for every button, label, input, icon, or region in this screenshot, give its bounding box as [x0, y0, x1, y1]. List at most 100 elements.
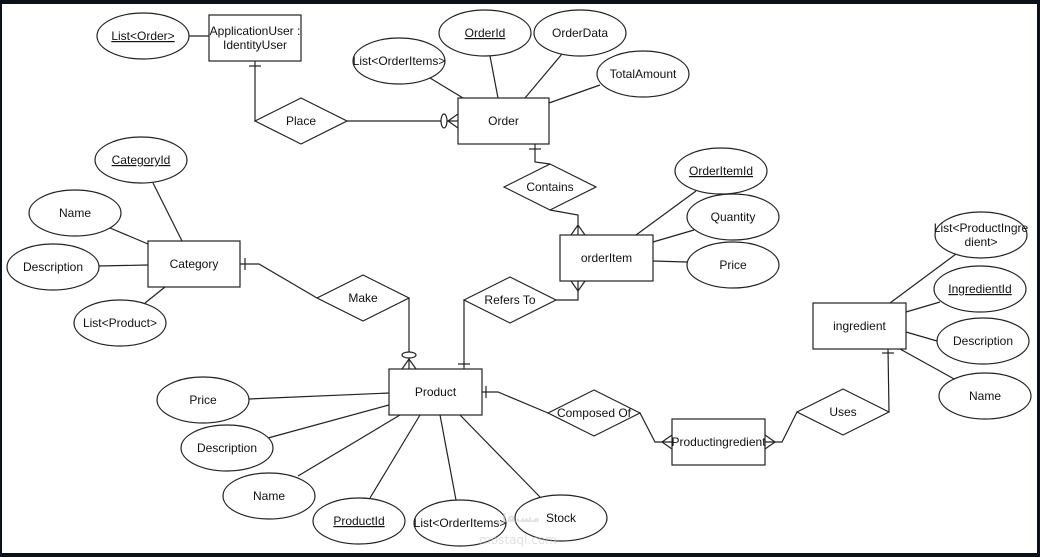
entity-box [812, 302, 907, 350]
relationship-label: Place [286, 114, 316, 128]
relationship-link [240, 263, 318, 299]
relationship-link [639, 412, 672, 443]
entity-label: ApplicationUser : [210, 24, 301, 38]
crows-foot-mark [446, 113, 459, 129]
attribute-link [248, 392, 390, 400]
attribute-order[interactable]: OrderId [438, 9, 532, 57]
attribute-link [297, 414, 401, 477]
attribute-ellipse [312, 497, 406, 545]
attribute-category[interactable]: CategoryId [94, 136, 188, 184]
attribute-ellipse [938, 372, 1032, 420]
attribute-link [489, 55, 499, 99]
relationship-link [765, 411, 798, 443]
crows-foot-mark [570, 223, 586, 236]
attribute-ellipse [6, 243, 100, 291]
attribute-product[interactable]: Price [156, 376, 250, 424]
entity-label: IdentityUser [223, 38, 287, 52]
attribute-ingredient[interactable]: IngredientId [933, 265, 1027, 313]
attribute-ellipse [180, 424, 274, 472]
entity-label: Product [415, 385, 457, 399]
watermark-latin: mostaql.com [479, 533, 557, 547]
attribute-orderitem[interactable]: Price [686, 241, 780, 289]
entity-label: Productingredient [671, 435, 766, 449]
entity-label: ingredient [833, 319, 886, 333]
attribute-link [524, 53, 563, 99]
attribute-link [899, 348, 957, 381]
attribute-product[interactable]: ProductId [312, 497, 406, 545]
entity-box [388, 368, 483, 416]
entity-order[interactable]: Order [457, 97, 550, 145]
relationship-link [254, 61, 258, 122]
attribute-label: TotalAmount [610, 67, 677, 81]
attribute-order[interactable]: OrderData [533, 9, 627, 57]
relationship-place[interactable]: Place [253, 97, 349, 145]
attribute-label: OrderData [552, 26, 608, 40]
attribute-product[interactable]: List<OrderItems> [413, 499, 507, 547]
entity-appuser[interactable]: ApplicationUser :IdentityUser [208, 14, 302, 62]
relationship-make[interactable]: Make [315, 274, 411, 322]
relationship-uses[interactable]: Uses [795, 388, 891, 436]
relationship-label: Contains [526, 180, 573, 194]
key-attribute-label: OrderId [465, 26, 506, 40]
attribute-ingredient[interactable]: Name [938, 372, 1032, 420]
entity-box [147, 240, 241, 288]
attribute-product[interactable]: Name [222, 472, 316, 520]
attribute-link [439, 414, 457, 501]
relationship-refers-to[interactable]: Refers To [462, 276, 558, 324]
attribute-ellipse [413, 499, 507, 547]
crows-foot-mark [660, 434, 673, 450]
attribute-order[interactable]: List<OrderItems> [352, 37, 446, 85]
zero-cardinality-mark [401, 351, 417, 359]
attribute-link [905, 331, 938, 342]
attribute-label: List<ProductIngre [934, 221, 1029, 235]
relationship-diamond [546, 389, 642, 437]
entity-ingredient[interactable]: ingredient [812, 302, 907, 350]
attribute-ellipse [156, 376, 250, 424]
relationship-diamond [253, 97, 349, 145]
relationship-link [534, 144, 551, 165]
entity-category[interactable]: Category [147, 240, 241, 288]
attribute-label: Name [59, 206, 91, 220]
attribute-product[interactable]: Description [180, 424, 274, 472]
attribute-ellipse [222, 472, 316, 520]
attribute-orderitem[interactable]: Quantity [686, 193, 780, 241]
relationship-link [482, 391, 549, 414]
entity-box [559, 234, 654, 282]
entity-productingredient[interactable]: Productingredient [671, 418, 766, 466]
attribute-ingredient[interactable]: Description [936, 317, 1030, 365]
crows-foot-mark [401, 357, 417, 370]
relationship-diamond [315, 274, 411, 322]
attribute-label: Description [197, 441, 257, 455]
attribute-category[interactable]: Description [6, 243, 100, 291]
entity-box [457, 97, 550, 145]
entity-label: Category [170, 257, 219, 271]
crows-foot-mark [764, 434, 777, 450]
relationship-link [549, 209, 579, 235]
relationship-link [556, 281, 579, 301]
relationship-diamond [462, 276, 558, 324]
attribute-category[interactable]: Name [28, 189, 122, 237]
attribute-category[interactable]: List<Product> [73, 299, 167, 347]
attribute-link [369, 414, 421, 499]
attribute-ellipse [596, 50, 690, 98]
relationship-composed-of[interactable]: Composed Of [546, 389, 642, 437]
attribute-link [652, 229, 695, 243]
attribute-label: List<Product> [83, 316, 157, 330]
crows-foot-mark [570, 280, 586, 293]
attribute-orderitem[interactable]: OrderItemId [674, 147, 768, 195]
attribute-link [109, 227, 149, 245]
attribute-link [267, 404, 390, 439]
entity-orderitem[interactable]: orderItem [559, 234, 654, 282]
relationship-link [887, 348, 890, 413]
entity-product[interactable]: Product [388, 368, 483, 416]
key-attribute-label: OrderItemId [689, 164, 753, 178]
attribute-appuser[interactable]: List<Order> [96, 12, 190, 60]
attribute-link [905, 301, 941, 313]
attribute-ellipse [352, 37, 446, 85]
attribute-order[interactable]: TotalAmount [596, 50, 690, 98]
attribute-link [152, 182, 183, 242]
relationship-contains[interactable]: Contains [502, 163, 598, 211]
attribute-product[interactable]: Stock [514, 494, 608, 542]
